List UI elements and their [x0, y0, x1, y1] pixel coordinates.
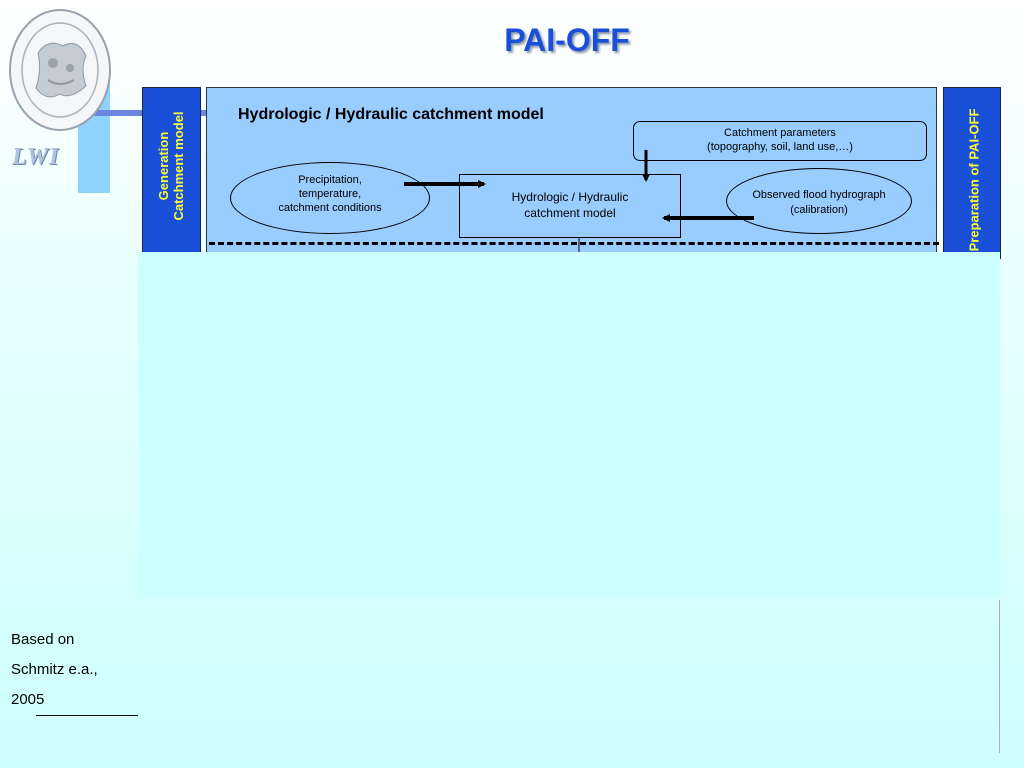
precipitation-line3: catchment conditions — [278, 202, 382, 214]
footnote-line2: Schmitz e.a., — [11, 661, 98, 678]
right-strip-label: Preparation of PAI-OFF — [966, 108, 982, 252]
right-edge-line — [999, 600, 1000, 753]
precipitation-line1: Precipitation, — [298, 174, 362, 186]
model-line2: catchment model — [524, 206, 616, 220]
catchment-parameters-line1: Catchment parameters — [724, 127, 836, 139]
observed-hydrograph-ellipse: Observed flood hydrograph (calibration) — [726, 168, 912, 234]
dashed-separator — [209, 242, 939, 245]
precipitation-line2: temperature, — [298, 188, 362, 200]
university-seal-icon — [9, 9, 111, 131]
right-strip: Preparation of PAI-OFF — [943, 87, 1001, 259]
slide-title: PAI-OFF — [504, 22, 630, 58]
panel-title: Hydrologic / Hydraulic catchment model — [238, 106, 544, 123]
catchment-parameters-line2: (topography, soil, land use,…) — [707, 141, 853, 153]
model-line1: Hydrologic / Hydraulic — [511, 190, 629, 204]
footnote-line1: Based on — [11, 631, 75, 648]
source-footnote: Based on Schmitz e.a., 2005 — [11, 625, 98, 715]
footnote-line3: 2005 — [11, 691, 45, 708]
catchment-parameters-box: Catchment parameters (topography, soil, … — [633, 121, 927, 161]
lwi-logo: LWI — [12, 144, 60, 170]
observed-line2: (calibration) — [790, 204, 848, 216]
footnote-underline — [36, 715, 138, 716]
observed-line1: Observed flood hydrograph — [752, 189, 886, 201]
empty-content-area — [138, 252, 1000, 597]
precipitation-ellipse: Precipitation, temperature, catchment co… — [230, 162, 430, 234]
logo-accent-line — [32, 110, 212, 116]
hydraulic-model-box: Hydrologic / Hydraulic catchment model — [459, 174, 681, 238]
